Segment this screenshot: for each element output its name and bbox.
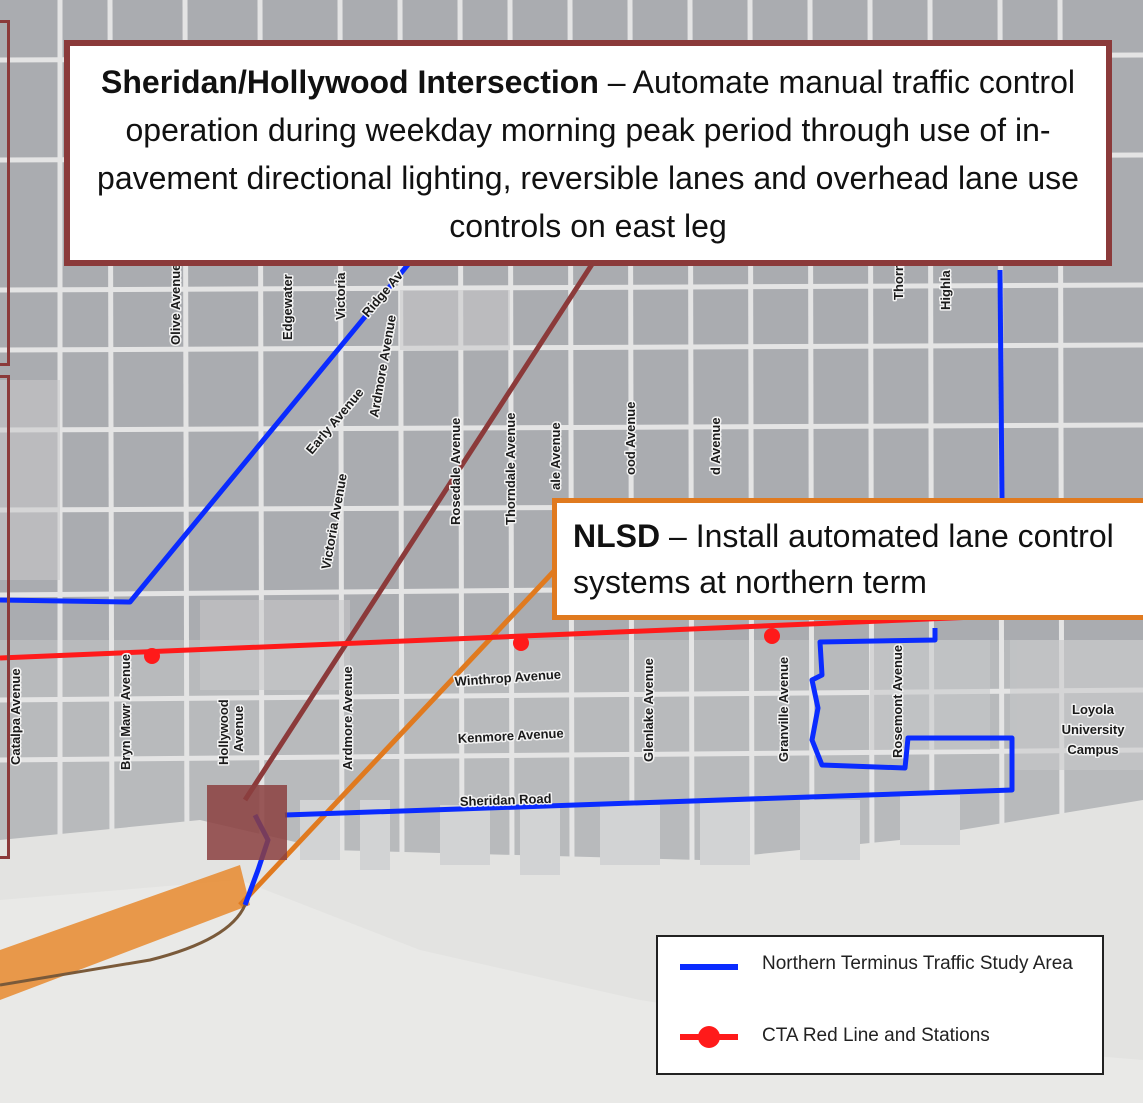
label-ardmore-lower: Ardmore Avenue (340, 666, 355, 770)
callout-nlsd-text: – Install automated lane control systems… (573, 518, 1114, 600)
label-highland: Highla (938, 270, 953, 310)
label-hollywood-1: Hollywood (216, 699, 231, 765)
label-ale-avenue: ale Avenue (548, 422, 563, 490)
callout-sheridan-text: – Automate manual traffic control operat… (97, 64, 1079, 244)
label-hollywood-2: Avenue (231, 706, 246, 752)
label-thorndale-avenue: Thorndale Avenue (503, 413, 518, 525)
nlsd-leader-line (238, 568, 557, 907)
legend-label-study-area: Northern Terminus Traffic Study Area (762, 953, 1073, 974)
label-edgewater: Edgewater (280, 274, 295, 340)
sheridan-leader-line (242, 253, 601, 802)
callout-nlsd: NLSD – Install automated lane control sy… (552, 498, 1143, 620)
cta-station-thorndale (513, 635, 529, 651)
left-bracket-lower (0, 375, 10, 859)
label-sheridan-road: Sheridan Road (460, 791, 552, 809)
callout-sheridan-hollywood: Sheridan/Hollywood Intersection – Automa… (64, 40, 1112, 266)
label-rosemont-avenue: Rosemont Avenue (890, 645, 905, 758)
label-granville-avenue: Granville Avenue (776, 657, 791, 762)
shoreline-buildings (300, 795, 960, 875)
legend-item-study-area: Northern Terminus Traffic Study Area (658, 951, 1102, 1007)
map-legend: Northern Terminus Traffic Study Area CTA… (656, 935, 1104, 1075)
label-bryn-mawr-avenue: Bryn Mawr Avenue (118, 654, 133, 770)
legend-swatch-red-dot (698, 1026, 720, 1048)
label-kenmore-avenue: Kenmore Avenue (457, 725, 564, 746)
label-victoria-top: Victoria (333, 272, 348, 320)
legend-label-red-line: CTA Red Line and Stations (762, 1025, 990, 1046)
callout-nlsd-title: NLSD (573, 518, 661, 554)
label-catalpa-avenue: Catalpa Avenue (8, 668, 23, 765)
study-area-boundary (0, 248, 1015, 906)
label-d-avenue: d Avenue (708, 417, 723, 475)
label-loyola-3: Campus (1067, 742, 1118, 757)
callout-sheridan-title: Sheridan/Hollywood Intersection (101, 64, 599, 100)
cta-station-granville (764, 628, 780, 644)
label-glenlake-avenue: Glenlake Avenue (641, 658, 656, 762)
label-ood-avenue: ood Avenue (623, 402, 638, 475)
label-olive-avenue: Olive Avenue (168, 264, 183, 345)
label-loyola-2: University (1062, 722, 1126, 737)
legend-item-red-line: CTA Red Line and Stations (658, 1023, 1102, 1053)
sheridan-hollywood-intersection-marker (207, 785, 287, 860)
cta-station-bryn-mawr (144, 648, 160, 664)
label-rosedale-avenue: Rosedale Avenue (448, 418, 463, 525)
label-loyola-1: Loyola (1072, 702, 1115, 717)
left-bracket-upper (0, 20, 10, 366)
label-thorn: Thorn (891, 263, 906, 300)
nlsd-roadway (0, 904, 247, 987)
nlsd-corridor-marker (0, 865, 250, 1000)
legend-swatch-blue-line (680, 964, 738, 970)
